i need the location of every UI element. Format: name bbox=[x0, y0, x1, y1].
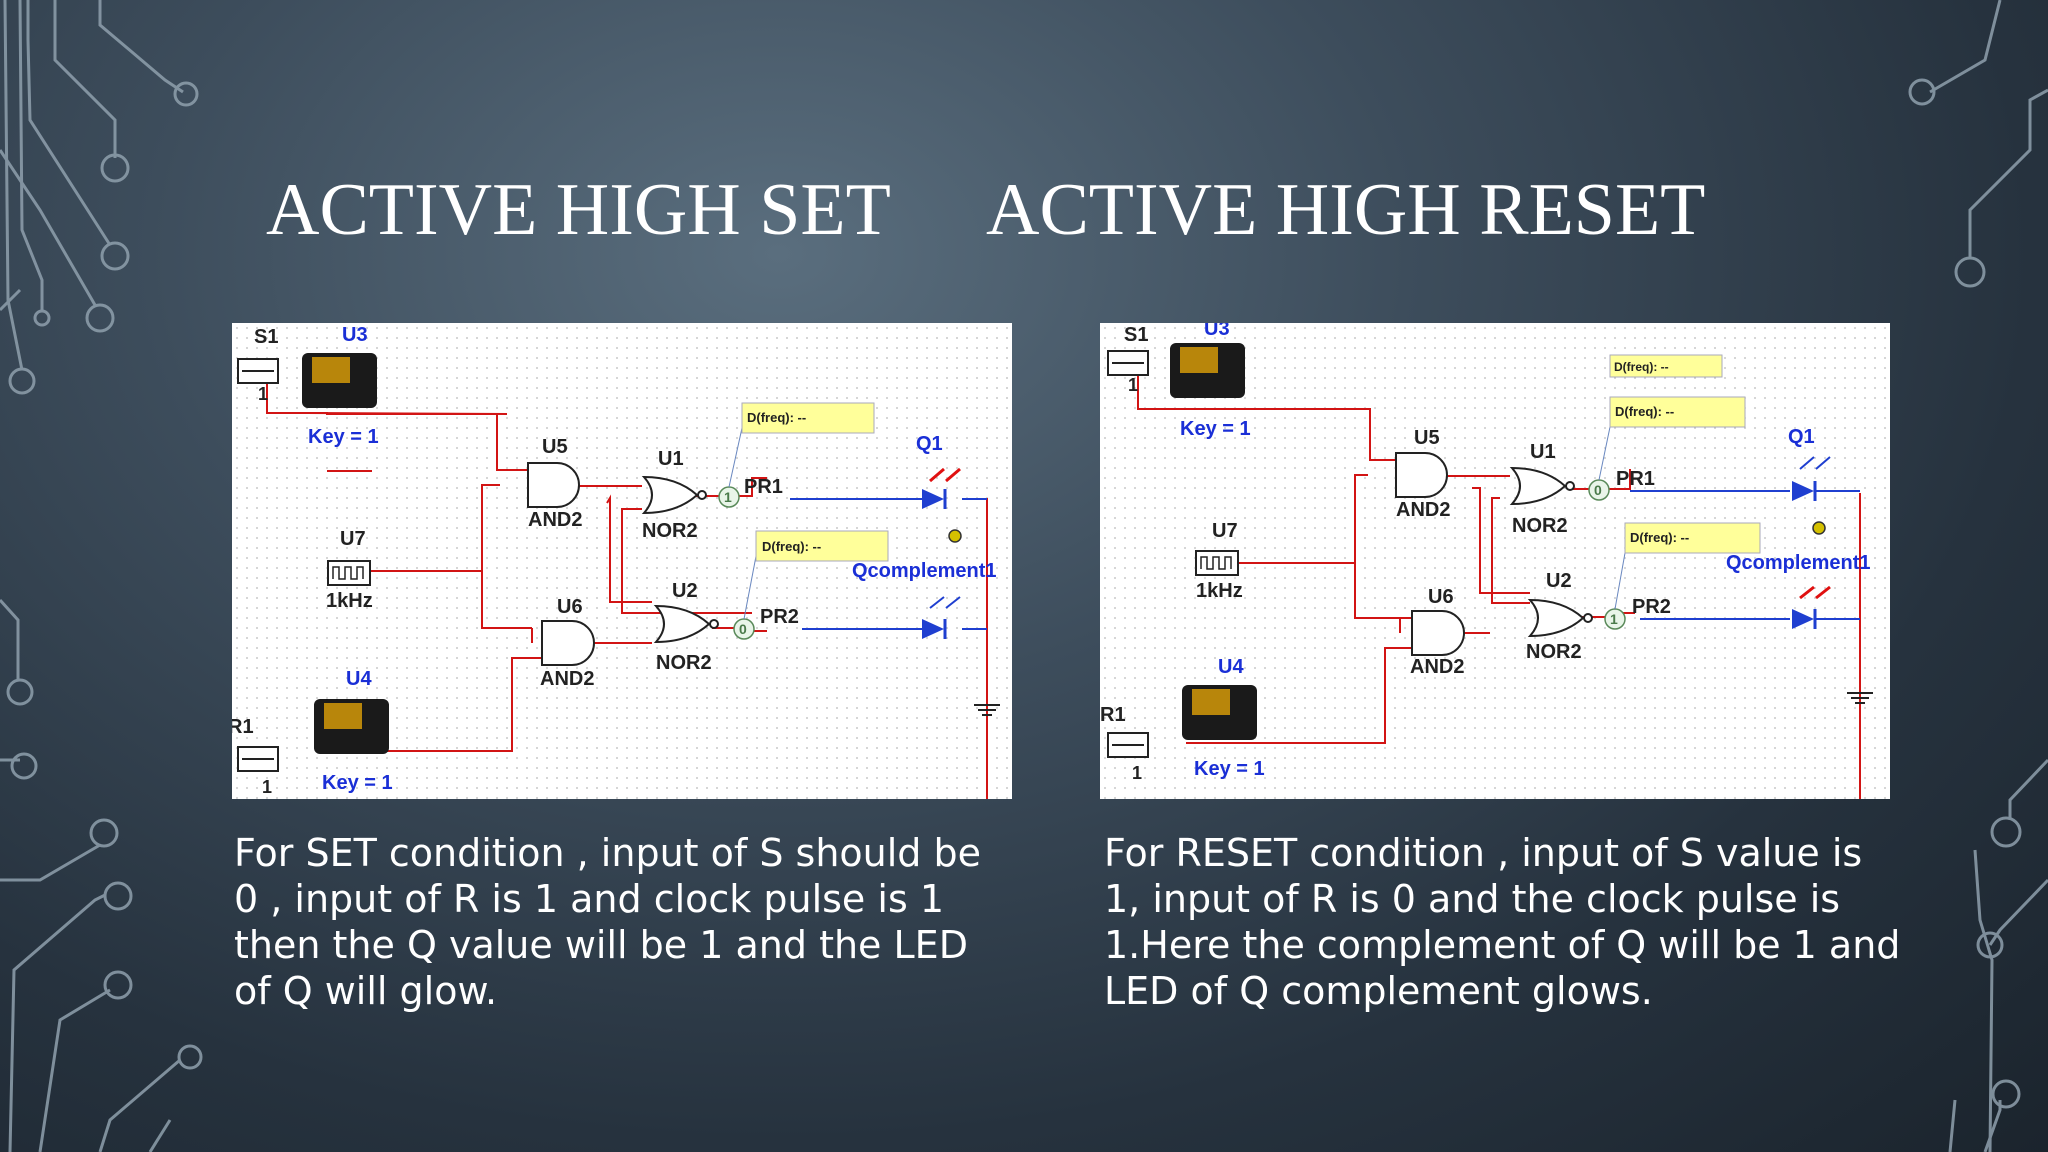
label-u2: U2 bbox=[1546, 570, 1572, 592]
label-u1: U1 bbox=[658, 448, 684, 470]
caption-reset-condition: For RESET condition , input of S value i… bbox=[1104, 831, 1901, 1013]
title-active-high-set: ACTIVE HIGH SET bbox=[266, 169, 891, 251]
label-qcomplement: Qcomplement1 bbox=[1726, 552, 1870, 574]
set-circuit-diagram: S1 1 U3 Key = 1 U5 AND2 U1 NOR2 D(freq):… bbox=[228, 323, 1012, 813]
probe-value-pr1: 0 bbox=[1594, 482, 1602, 498]
label-u4: U4 bbox=[1218, 656, 1244, 678]
label-pr1: PR1 bbox=[1616, 468, 1655, 490]
label-qcomplement: Qcomplement1 bbox=[852, 560, 996, 582]
label-and-top: AND2 bbox=[528, 509, 582, 531]
label-r1-value: 1 bbox=[262, 777, 272, 797]
label-s1: S1 bbox=[1124, 324, 1148, 346]
label-nor-bottom: NOR2 bbox=[656, 652, 712, 674]
label-u2: U2 bbox=[672, 580, 698, 602]
label-u6: U6 bbox=[1428, 586, 1454, 608]
reset-circuit-screenshot: S1 1 U3 Key = 1 U5 AND2 U1 NOR2 D(freq):… bbox=[1100, 318, 1890, 823]
label-key-bottom: Key = 1 bbox=[322, 772, 393, 794]
caption-set-condition: For SET condition , input of S should be… bbox=[234, 831, 982, 1013]
label-and-top: AND2 bbox=[1396, 499, 1450, 521]
probe-label-top-small: D(freq): -- bbox=[1614, 360, 1669, 374]
label-pr2: PR2 bbox=[1632, 596, 1671, 618]
label-u7: U7 bbox=[1212, 520, 1238, 542]
label-u1: U1 bbox=[1530, 441, 1556, 463]
label-nor-bottom: NOR2 bbox=[1526, 641, 1582, 663]
label-u3: U3 bbox=[1204, 323, 1230, 340]
label-q1: Q1 bbox=[1788, 426, 1815, 448]
label-nor-top: NOR2 bbox=[642, 520, 698, 542]
probe-value-pr2: 1 bbox=[1610, 611, 1618, 627]
label-u7: U7 bbox=[340, 528, 366, 550]
label-key-top: Key = 1 bbox=[308, 426, 379, 448]
label-u5: U5 bbox=[542, 436, 568, 458]
label-u4: U4 bbox=[346, 668, 372, 690]
label-u5: U5 bbox=[1414, 427, 1440, 449]
label-clock: 1kHz bbox=[326, 590, 373, 612]
label-nor-top: NOR2 bbox=[1512, 515, 1568, 537]
probe-label-bottom: D(freq): -- bbox=[1630, 530, 1689, 545]
label-key-bottom: Key = 1 bbox=[1194, 758, 1265, 780]
set-circuit-screenshot: S1 1 U3 Key = 1 U5 AND2 U1 NOR2 D(freq):… bbox=[228, 323, 1012, 813]
label-key-top: Key = 1 bbox=[1180, 418, 1251, 440]
label-r1: R1 bbox=[232, 716, 254, 738]
label-pr1: PR1 bbox=[744, 476, 783, 498]
probe-value-pr1: 1 bbox=[724, 489, 732, 505]
probe-value-pr2: 0 bbox=[739, 621, 747, 637]
label-s1-value: 1 bbox=[258, 384, 268, 404]
label-q1: Q1 bbox=[916, 433, 943, 455]
label-u3: U3 bbox=[342, 324, 368, 346]
label-s1-value: 1 bbox=[1128, 375, 1138, 395]
probe-label-top: D(freq): -- bbox=[1615, 404, 1674, 419]
reset-circuit-diagram: S1 1 U3 Key = 1 U5 AND2 U1 NOR2 D(freq):… bbox=[1100, 318, 1890, 823]
probe-label-bottom: D(freq): -- bbox=[762, 539, 821, 554]
label-clock: 1kHz bbox=[1196, 580, 1243, 602]
label-r1-value: 1 bbox=[1132, 763, 1142, 783]
label-r1: R1 bbox=[1100, 704, 1126, 726]
probe-label-top: D(freq): -- bbox=[747, 410, 806, 425]
title-active-high-reset: ACTIVE HIGH RESET bbox=[986, 169, 1706, 251]
label-and-bottom: AND2 bbox=[1410, 656, 1464, 678]
label-u6: U6 bbox=[557, 596, 583, 618]
label-and-bottom: AND2 bbox=[540, 668, 594, 690]
label-s1: S1 bbox=[254, 326, 278, 348]
label-pr2: PR2 bbox=[760, 606, 799, 628]
